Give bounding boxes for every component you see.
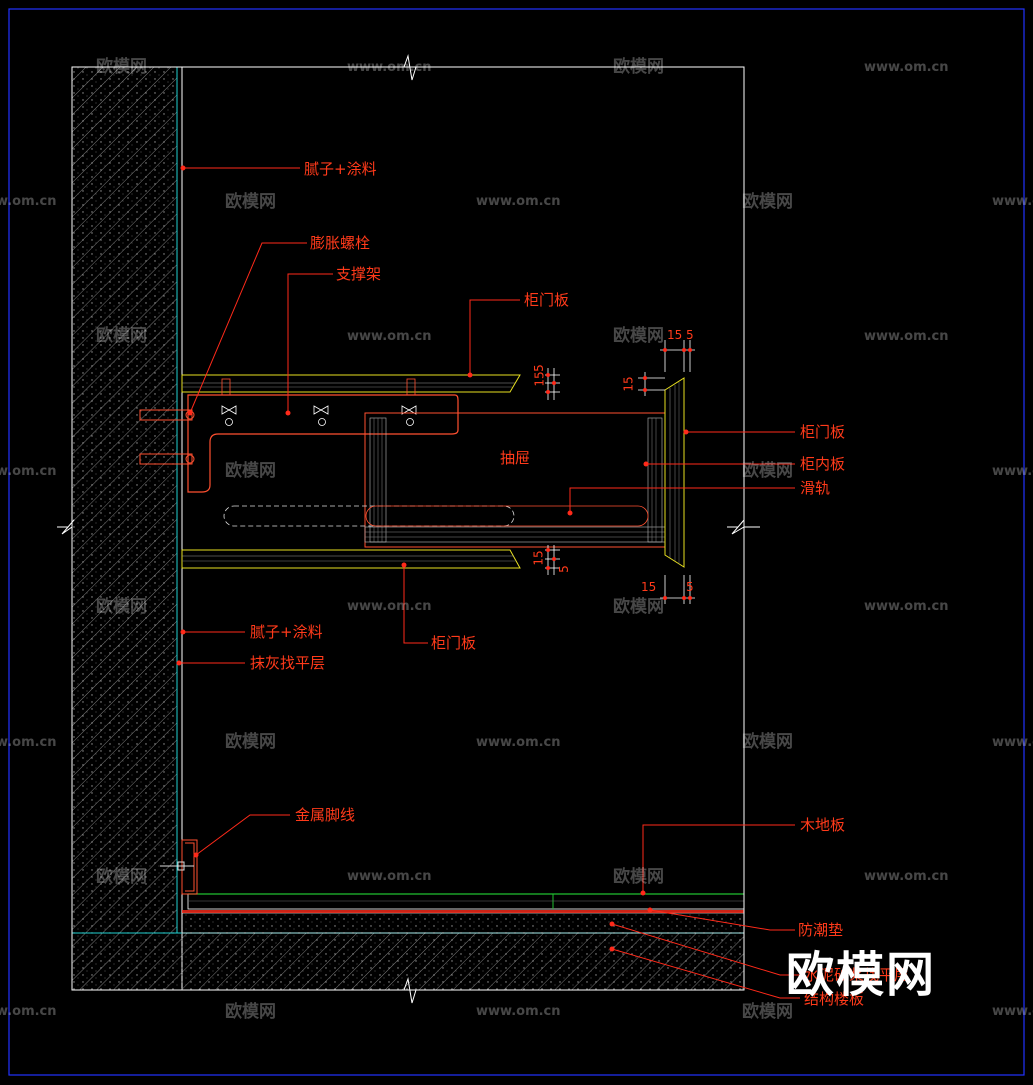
label-putty-mid: 腻子+涂料 [250,623,323,641]
dim-door-bottom-5: 5 [556,565,571,573]
watermark-brand: 欧模网 [613,597,664,617]
label-metal-skirting: 金属脚线 [295,806,356,824]
watermark-url: www.om.cn [347,869,432,884]
watermark-brand: 欧模网 [225,192,276,212]
dimension-ticks [546,348,692,600]
watermark-url: www.om.cn [0,735,57,750]
floor-layers [181,893,745,934]
watermark-url: www.om.cn [992,194,1033,209]
watermark-url: www.om.cn [347,329,432,344]
viewport-border [8,8,1025,1076]
bottom-door-panel [181,549,521,569]
watermark-brand: 欧模网 [96,867,147,887]
watermark-brand: 欧模网 [225,461,276,481]
watermark-url: www.om.cn [0,1004,57,1019]
label-door-panel-bottom: 柜门板 [431,634,477,652]
watermark-url: www.om.cn [0,194,57,209]
dim-top-15: 15 [667,328,683,342]
dim-door-bottom-15: 15 [531,550,546,566]
watermark-brand: 欧模网 [96,597,147,617]
drawer [364,412,666,548]
label-door-panel-right: 柜门板 [800,423,846,441]
label-door-panel-top: 柜门板 [524,291,570,309]
watermark-url: www.om.cn [347,60,432,75]
leader-lines [179,167,800,999]
dim-door-top-5: 5 [531,364,546,372]
leader-dots [176,165,689,952]
watermark-brand: 欧模网 [225,1002,276,1022]
label-slide-rail: 滑轨 [800,479,831,497]
watermark-url: www.om.cn [476,735,561,750]
label-floor-slab: 结构楼板 [804,990,865,1008]
watermark-brand: 欧模网 [225,732,276,752]
watermark-brand: 欧模网 [613,867,664,887]
watermark-brand: 欧模网 [613,57,664,77]
watermark-url: www.om.cn [864,60,949,75]
watermark-url: www.om.cn [347,599,432,614]
watermark-url: www.om.cn [992,464,1033,479]
watermark-brand: 欧模网 [613,326,664,346]
break-marks [57,54,760,1004]
label-expansion-bolt: 膨胀螺栓 [310,234,371,252]
watermark-brand: 欧模网 [742,1002,793,1022]
slide-rail [223,505,649,527]
label-putty-top: 腻子+涂料 [304,160,377,178]
watermark-url: www.om.cn [0,464,57,479]
dim-bottom-5: 5 [686,580,694,594]
dim-bottom-15: 15 [641,580,657,594]
front-door-panel [664,377,685,568]
watermark-url: www.om.cn [864,869,949,884]
watermark-brand: 欧模网 [742,461,793,481]
concrete-wall [71,66,183,990]
label-support-frame: 支撑架 [336,265,382,283]
watermark-brand: 欧模网 [96,326,147,346]
watermark-url: www.om.cn [476,194,561,209]
drawing-frame [71,66,745,991]
support-bracket [187,378,459,493]
label-plaster-layer: 抹灰找平层 [250,654,326,672]
label-moisture-pad: 防潮垫 [798,921,844,939]
watermark-brand: 欧模网 [742,732,793,752]
top-door-panel [181,374,521,393]
watermark-url: www.om.cn [476,1004,561,1019]
label-wood-floor: 木地板 [800,816,846,834]
watermark-url: www.om.cn [992,735,1033,750]
watermark-brand: 欧模网 [742,192,793,212]
label-inner-panel: 柜内板 [800,455,846,473]
watermark-url: www.om.cn [992,1004,1033,1019]
label-drawer: 抽屉 [500,449,531,467]
dim-door-top-15: 15 [532,371,547,387]
metal-skirting [160,839,198,895]
watermark-url: www.om.cn [864,599,949,614]
dim-left-15: 15 [621,376,636,392]
label-leveling-layer: 水泥砂浆找平层 [804,966,910,984]
watermark-url: www.om.cn [864,329,949,344]
dim-top-5: 5 [686,328,694,342]
brand-logo: 欧模网 [786,947,937,1003]
watermark-brand: 欧模网 [96,57,147,77]
